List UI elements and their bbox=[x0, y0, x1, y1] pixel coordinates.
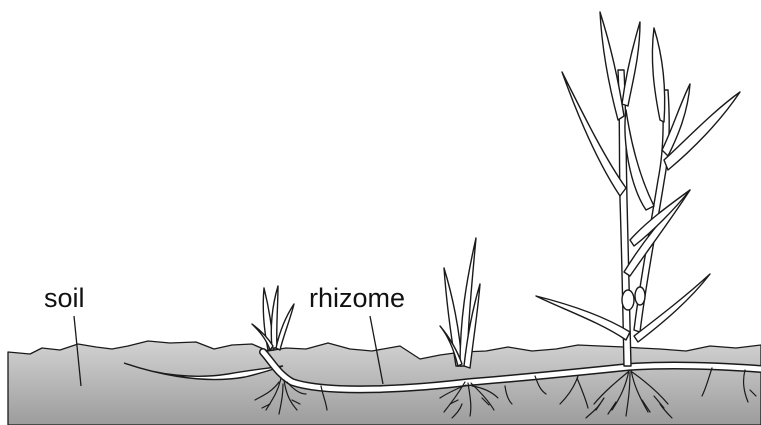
large-plant bbox=[536, 12, 740, 366]
small-shoot bbox=[252, 286, 294, 350]
soil-label: soil bbox=[44, 285, 85, 312]
middle-shoot bbox=[440, 238, 480, 368]
rhizome-label: rhizome bbox=[309, 285, 405, 312]
